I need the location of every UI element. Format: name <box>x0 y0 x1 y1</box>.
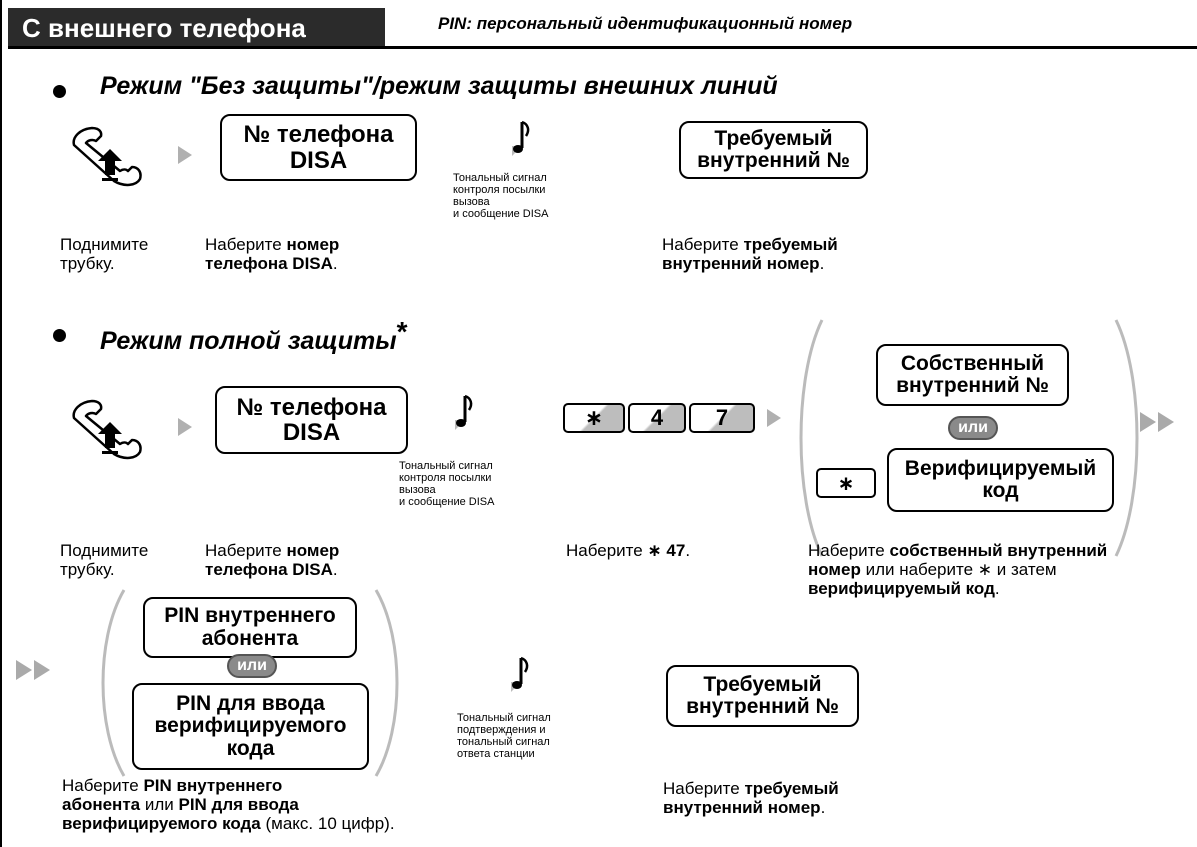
section1-title: Режим "Без защиты"/режим защиты внешних … <box>100 72 778 100</box>
arrow-right-icon <box>767 409 781 427</box>
or-badge: или <box>948 416 998 440</box>
section2-title: Режим полной защиты* <box>100 316 408 355</box>
section1-ext-caption: Наберите требуемый внутренний номер. <box>662 235 838 273</box>
tone-note-icon <box>512 120 530 156</box>
arrow-right-icon <box>178 146 192 164</box>
frame-left-border <box>0 0 2 847</box>
right-parenthesis <box>374 589 399 777</box>
star-key: ∗ <box>563 403 625 433</box>
star-key-2: ∗ <box>816 468 876 498</box>
arrow-right-icon <box>178 418 192 436</box>
double-arrow-icon <box>16 660 50 680</box>
key-4: 4 <box>628 403 686 433</box>
double-arrow-icon <box>1140 412 1174 432</box>
footnote-asterisk: * <box>396 316 408 347</box>
header-tab: С внешнего телефона <box>8 8 385 48</box>
section1-bullet <box>53 85 66 98</box>
header-rule <box>8 46 1197 49</box>
left-parenthesis <box>101 589 126 777</box>
pin-definition-note: PIN: персональный идентификационный номе… <box>438 14 853 33</box>
section2-own-caption: Наберите собственный внутренний номер ил… <box>808 541 1108 598</box>
right-parenthesis <box>1114 319 1139 557</box>
key-7: 7 <box>689 403 755 433</box>
section3-pin-caption: Наберите PIN внутреннего абонента или PI… <box>62 776 395 833</box>
left-parenthesis <box>799 319 824 557</box>
or-badge: или <box>227 654 277 678</box>
section2-dial-caption: Наберите номер телефона DISA. <box>205 541 340 579</box>
handset-off-hook-icon <box>72 126 142 187</box>
disa-box-line2: DISA <box>289 146 348 174</box>
section2-bullet <box>53 329 66 342</box>
disa-box-line1: № телефона <box>243 121 394 149</box>
header-tab-title: С внешнего телефона <box>22 12 306 43</box>
section2-47-caption: Наберите ∗ 47. <box>566 541 691 560</box>
handset-off-hook-icon <box>72 399 142 460</box>
tone-note-icon <box>455 394 473 430</box>
section1-dial-caption: Наберите номер телефона DISA. <box>205 235 340 273</box>
section3-ext-caption: Наберите требуемый внутренний номер. <box>663 779 839 817</box>
tone-note-icon <box>511 656 529 692</box>
